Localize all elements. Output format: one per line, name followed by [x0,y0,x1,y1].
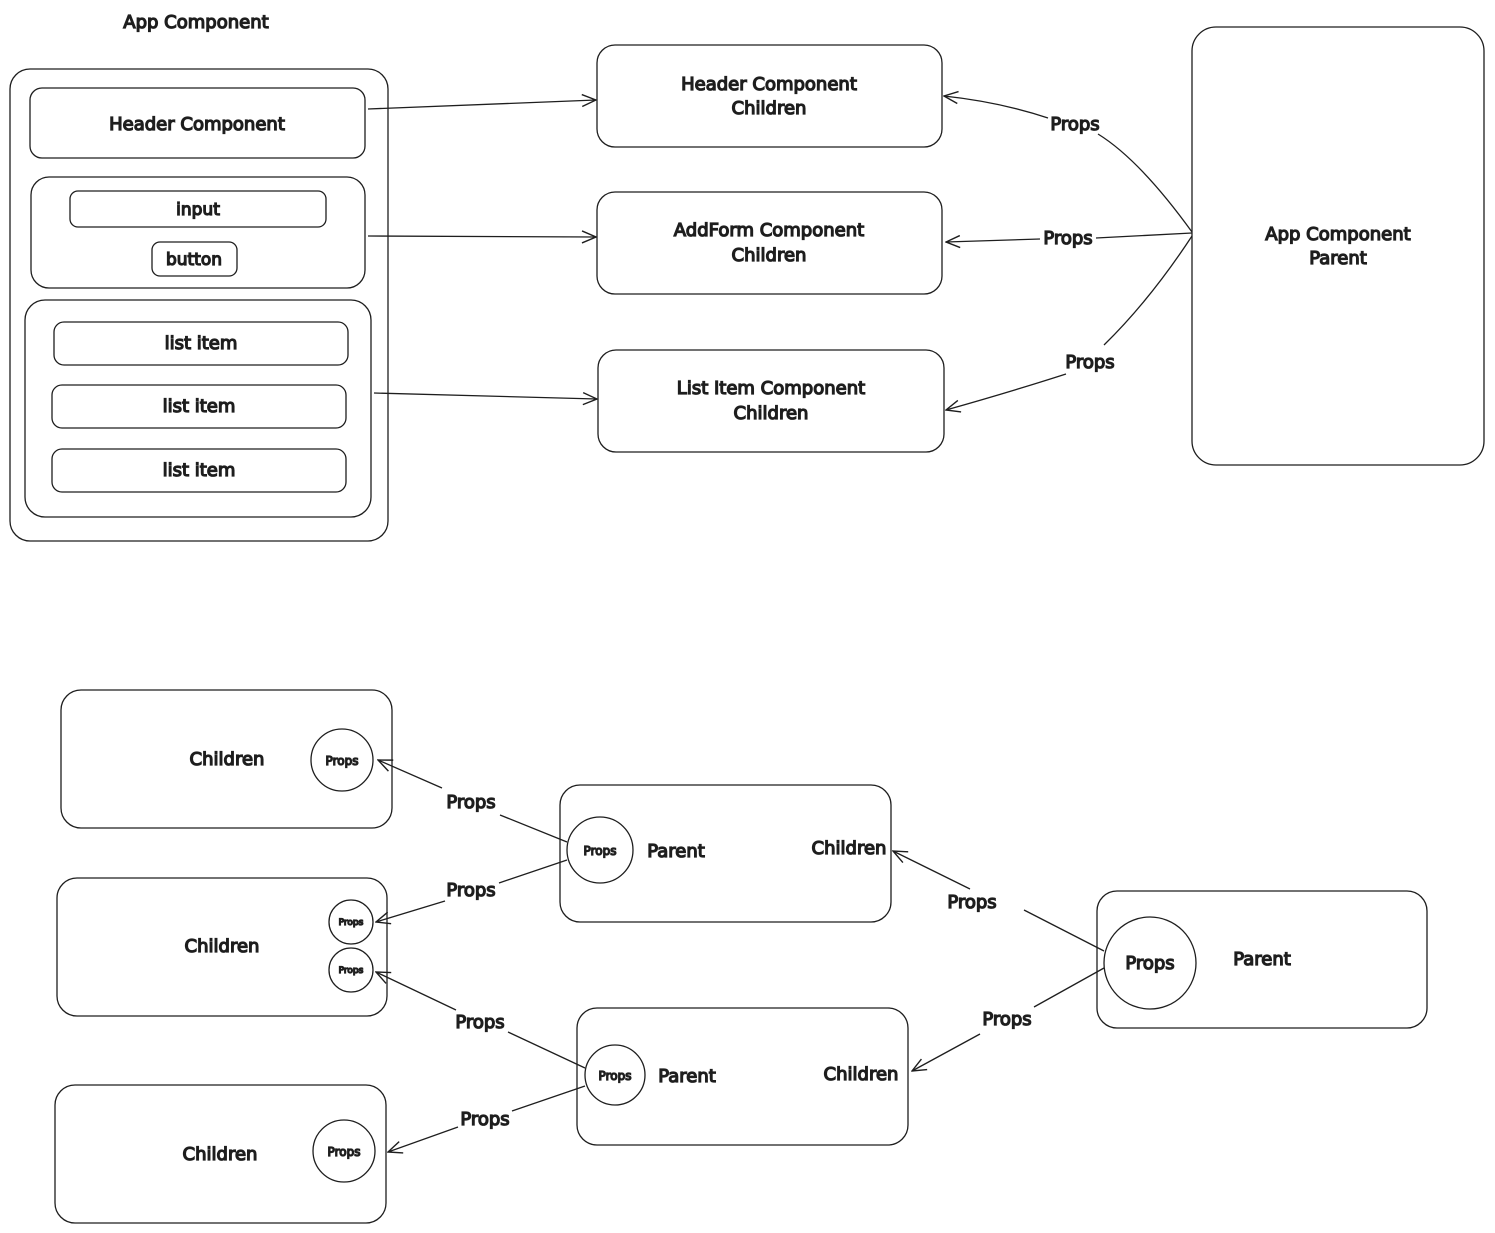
props-arrow-tail [498,859,568,884]
header-component-label: Header Component [109,114,285,135]
props-label: Props [446,880,495,901]
app-parent-role: Parent [1309,248,1367,269]
app-component-title: App Component [123,12,268,33]
props-circle-label: Props [1125,953,1174,974]
listitem-children-name: List Item Component [677,378,865,399]
props-arrow-to-children [376,900,446,922]
arrow-list-to-children [373,393,597,399]
parent-node [1096,890,1428,1029]
app-component-frame [9,68,389,542]
props-circle [584,1044,646,1106]
header-component-box [29,87,366,159]
list-item-label: list item [163,396,236,417]
children-node [60,689,393,829]
parent-label: Parent [1233,949,1291,970]
app-parent-name: App Component [1265,224,1410,245]
props-arrow-to-lower-parent [912,1033,981,1071]
props-circle-label: Props [328,1145,361,1159]
props-arrow-to-children [376,972,457,1011]
input-box [69,190,327,228]
listitem-children-node [597,349,945,453]
props-circle-label: Props [599,1069,632,1083]
props-arrow-to-header [944,96,1049,119]
list-item-label: list item [165,333,238,354]
list-box [24,299,372,518]
addform-children-node [596,191,943,295]
button-box [151,241,238,277]
listitem-children-role: Children [734,403,809,424]
arrow-header-to-children [367,100,596,110]
props-arrow-to-addform [946,239,1041,242]
props-label: Props [982,1009,1031,1030]
props-arrow-tail [1103,235,1193,346]
parent-children-node [576,1007,909,1146]
props-circle-label: Props [339,966,364,976]
parent-label: Parent [658,1066,716,1087]
header-children-role: Children [732,98,807,119]
input-label: input [176,200,220,220]
props-circle [310,728,374,792]
props-label: Props [446,792,495,813]
props-circle-label: Props [584,844,617,858]
props-arrow-to-listitem [946,373,1067,410]
props-circle [312,1119,376,1183]
props-circle [328,899,374,945]
button-label: button [166,250,222,270]
list-item-box [51,384,347,429]
props-label: Props [1065,352,1114,373]
props-arrow-to-children [378,760,443,789]
children-label: Children [812,838,887,859]
children-label: Children [183,1144,258,1165]
children-label: Children [185,936,260,957]
header-children-node [596,44,943,148]
children-node [54,1084,387,1224]
addform-box [30,176,366,289]
props-arrow-tail [1095,232,1193,239]
props-arrow-tail [511,1085,586,1112]
list-item-box [53,321,349,366]
props-arrow-tail [507,1031,586,1069]
list-item-box [51,448,347,493]
header-children-name: Header Component [681,74,857,95]
app-parent-node [1191,26,1485,466]
props-circle [566,816,634,884]
children-label: Children [824,1064,899,1085]
children-node [56,877,388,1017]
props-label: Props [455,1012,504,1033]
arrow-addform-to-children [367,236,596,237]
parent-label: Parent [647,841,705,862]
props-arrow-to-upper-parent [893,851,971,890]
props-label: Props [1043,228,1092,249]
props-arrow-tail [1023,909,1105,952]
parent-children-node [559,784,892,923]
addform-children-name: AddForm Component [674,220,864,241]
props-circle-label: Props [326,754,359,768]
props-circle [328,947,374,993]
props-circle-label: Props [339,918,364,928]
children-label: Children [190,749,265,770]
addform-children-role: Children [732,245,807,266]
props-label: Props [460,1109,509,1130]
props-label: Props [1050,114,1099,135]
props-arrow-tail [499,814,568,843]
props-arrow-tail [1033,967,1105,1008]
props-label: Props [947,892,996,913]
props-arrow-tail [1097,133,1193,233]
list-item-label: list item [163,460,236,481]
props-circle [1103,916,1197,1010]
props-arrow-to-children [388,1126,459,1152]
